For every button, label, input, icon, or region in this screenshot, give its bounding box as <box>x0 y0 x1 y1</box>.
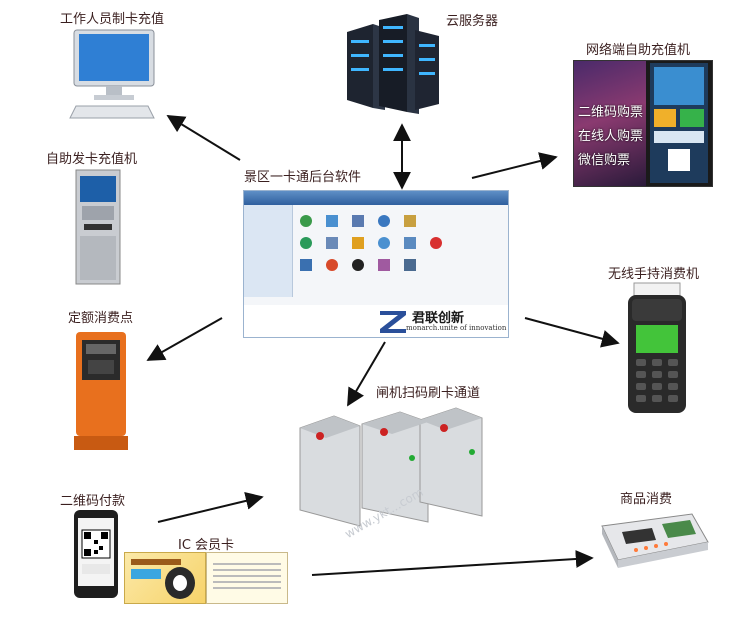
label-backend-software: 景区一卡通后台软件 <box>244 170 362 185</box>
ic-card-back <box>206 552 288 604</box>
label-self-card-kiosk: 自助发卡充值机 <box>46 152 138 167</box>
server-rack-icon <box>347 14 439 114</box>
arrow-to-staff-pc <box>166 115 241 161</box>
kiosk-right-panel <box>650 63 708 183</box>
label-fixed-point: 定额消费点 <box>68 311 134 326</box>
label-cloud-server: 云服务器 <box>446 14 499 29</box>
handheld-pos-icon <box>628 282 686 413</box>
arrow-to-turnstile <box>347 341 386 407</box>
turnstile-gates-icon <box>299 407 483 527</box>
kiosk-left-screen <box>574 61 646 186</box>
label-staff-recharge: 工作人员制卡充值 <box>60 12 165 27</box>
brand-name: 君联创新 <box>412 311 465 326</box>
brand-z-icon <box>380 311 406 333</box>
desktop-computer-icon <box>69 29 155 119</box>
arrow-qr-to-turnstile <box>157 492 264 523</box>
label-goods-pos: 商品消费 <box>620 492 673 507</box>
orange-kiosk-icon <box>74 332 128 450</box>
smartphone-qr-icon <box>74 510 118 598</box>
ic-card-front <box>124 552 206 604</box>
label-turnstile: 闸机扫码刷卡通道 <box>376 386 481 401</box>
arrow-to-wireless-pos <box>524 317 620 348</box>
label-online-kiosk: 网络端自助充值机 <box>586 43 691 58</box>
online-kiosk-image: 二维码购票 在线人购票 微信购票 <box>573 60 713 187</box>
brand-logo: 君联创新 monarch.unite of innovation <box>244 305 508 337</box>
label-wireless-pos: 无线手持消费机 <box>608 267 700 282</box>
software-sidebar <box>244 205 293 297</box>
brand-tagline: monarch.unite of innovation <box>406 324 507 332</box>
software-titlebar <box>244 191 508 205</box>
kiosk-line-2: 在线人购票 <box>578 129 644 144</box>
desktop-pos-icon <box>601 513 709 568</box>
arrow-to-online-kiosk <box>471 152 558 179</box>
label-qr-payment: 二维码付款 <box>60 494 126 509</box>
kiosk-line-3: 微信购票 <box>578 153 631 168</box>
kiosk-screen-text: 二维码购票 在线人购票 微信购票 <box>578 101 643 173</box>
arrow-card-to-goods <box>311 549 594 576</box>
kiosk-line-1: 二维码购票 <box>578 105 644 120</box>
label-ic-card: IC 会员卡 <box>178 538 235 553</box>
backend-software-screenshot: 君联创新 monarch.unite of innovation <box>243 190 509 338</box>
software-icon-grid <box>300 215 456 271</box>
atm-kiosk-icon <box>75 169 121 285</box>
arrow-to-fixed-point <box>146 317 223 361</box>
